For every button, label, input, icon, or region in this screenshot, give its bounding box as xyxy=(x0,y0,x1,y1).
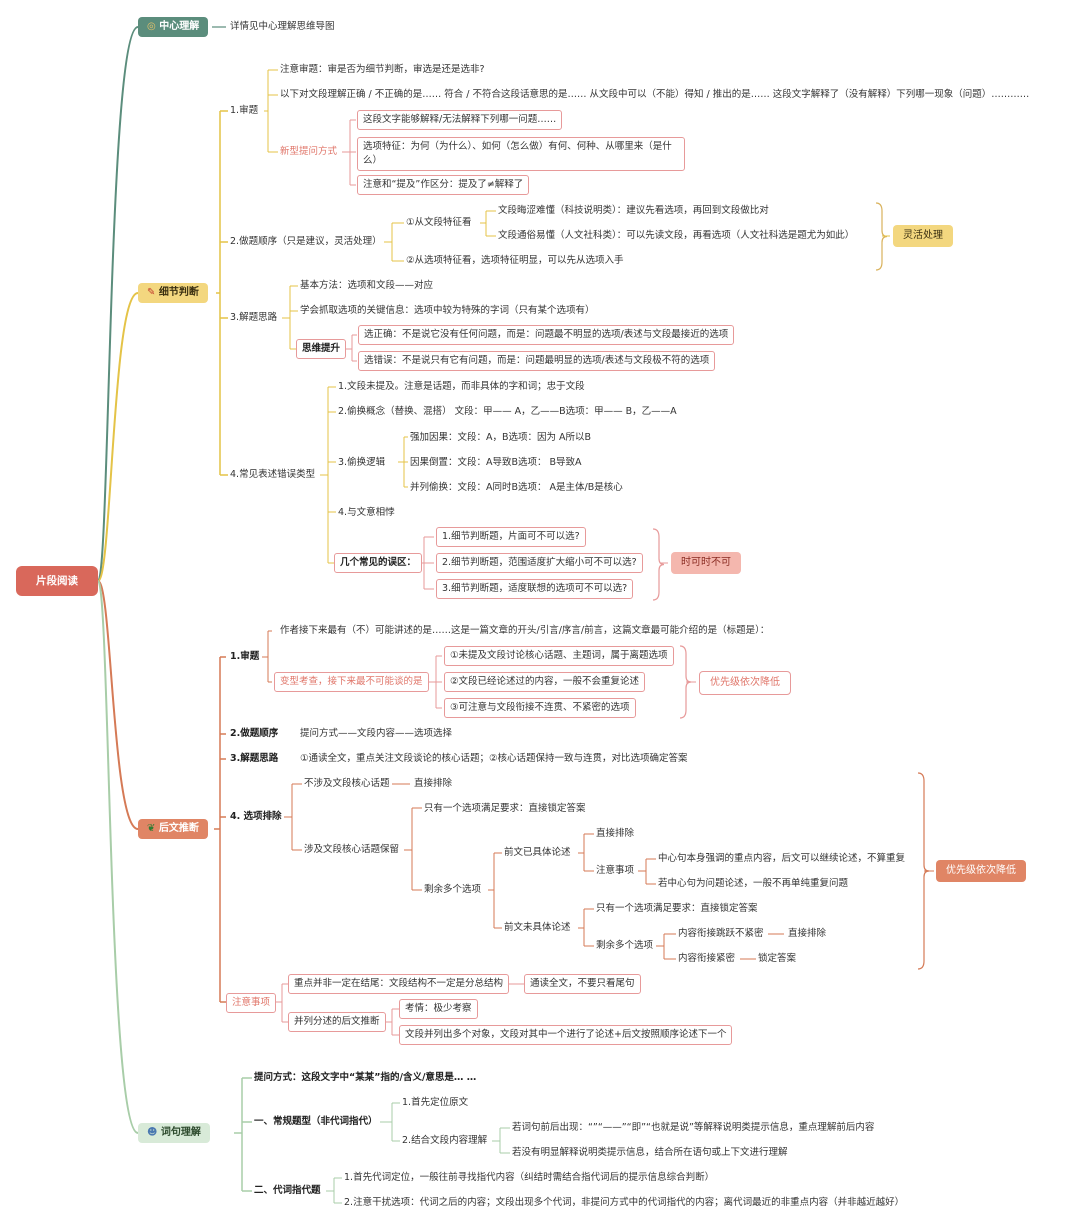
word-r1b2: 若没有明显解释说明类提示信息，结合所在语句或上下文进行理解 xyxy=(512,1147,788,1158)
root-node[interactable]: 片段阅读 xyxy=(16,566,98,596)
detail-s3-title: 3.解题思路 xyxy=(230,312,278,323)
detail-s1-n3: 注意和“提及”作区分：提及了≠解释了 xyxy=(357,175,530,195)
infer-s4-c2b: 剩余多个选项 xyxy=(596,940,654,951)
detail-s2-b: ②从选项特征看，选项特征明显，可以先从选项入手 xyxy=(406,255,624,266)
detail-s3-l2: 学会抓取选项的关键信息：选项中较为特殊的字词（只有某个选项有） xyxy=(300,305,595,316)
word-r1b: 2.结合文段内容理解 xyxy=(402,1135,488,1146)
detail-s1-l2: 以下对文段理解正确 / 不正确的是…… 符合 / 不符合这段话意思的是…… 从文… xyxy=(280,89,1030,100)
branch-central xyxy=(97,26,139,582)
detail-s1-new: 新型提问方式 xyxy=(280,146,338,157)
infer-s4-d2: 内容衔接紧密 xyxy=(678,953,736,964)
detail-s4-m1: 1.细节判断题，片面可不可以选? xyxy=(436,527,586,547)
infer-s4-c1b: 注意事项 xyxy=(596,865,635,876)
infer-s4-d1r: 直接排除 xyxy=(788,928,827,939)
detail-s2-tag: 灵活处理 xyxy=(893,225,953,247)
detail-s1-n2: 选项特征：为何（为什么）、如何（怎么做）有何、何种、从哪里来（是什么） xyxy=(357,137,685,171)
detail-s4-e3b: 因果倒置：文段：A导致B选项： B导致A xyxy=(410,457,582,468)
word-r2a: 1.首先代词定位，一般往前寻找指代内容（纠结时需结合指代词后的提示信息综合判断） xyxy=(344,1172,715,1183)
detail-s4-m: 几个常见的误区： xyxy=(334,553,423,573)
infer-s5-n2b: 文段并列出多个对象，文段对其中一个进行了论述+后文按照顺序论述下一个 xyxy=(399,1025,733,1045)
infer-s4-b: 涉及文段核心话题保留 xyxy=(304,844,400,855)
detail-s4-e1: 1.文段未提及。注意是话题，而非具体的字和词；忠于文段 xyxy=(338,381,585,392)
infer-s4-d2r: 锁定答案 xyxy=(758,953,797,964)
bracket xyxy=(652,528,665,601)
detail-s3-l1: 基本方法：选项和文段——对应 xyxy=(300,280,434,291)
infer-s5-n1: 重点并非一定在结尾：文段结构不一定是分总结构 xyxy=(288,974,510,994)
infer-s1-v3: ③可注意与文段衔接不连贯、不紧密的选项 xyxy=(444,698,636,718)
detail-s4-m2: 2.细节判断题，范围适度扩大缩小可不可以选? xyxy=(436,553,643,573)
people-icon: ☻ xyxy=(147,1127,158,1138)
infer-s4-c2a: 只有一个选项满足要求：直接锁定答案 xyxy=(596,903,758,914)
infer-s4-a1: 直接排除 xyxy=(414,778,453,789)
detail-s3-t2: 选错误：不是说只有它有问题，而是：问题最明显的选项/表述与文段极不符的选项 xyxy=(358,351,716,371)
infer-s4-title: 4. 选项排除 xyxy=(230,811,282,822)
detail-s1-title: 1.审题 xyxy=(230,105,259,116)
word-r2b: 2.注意干扰选项：代词之后的内容；文段出现多个代词，非提问方式中的代词指代的内容… xyxy=(344,1197,905,1208)
branch-word xyxy=(97,580,139,1134)
detail-s4-e3c: 并列偷换：文段：A同时B选项： A是主体/B是核心 xyxy=(410,482,623,493)
infer-s4-d1: 内容衔接跳跃不紧密 xyxy=(678,928,764,939)
infer-s4-c1b2: 若中心句为问题论述，一般不再单纯重复问题 xyxy=(658,878,849,889)
detail-s2-title: 2.做题顺序（只是建议，灵活处理） xyxy=(230,236,382,247)
detail-s3-t1: 选正确：不是说它没有任何问题，而是：问题最不明显的选项/表述与文段最接近的选项 xyxy=(358,325,735,345)
detail-s3-think: 思维提升 xyxy=(296,339,347,359)
detail-s4-e2: 2.偷换概念（替换、混搭） 文段：甲—— A，乙——B选项：甲—— B，乙——A xyxy=(338,406,677,417)
detail-s4-e4: 4.与文意相悖 xyxy=(338,507,395,518)
infer-s3-text: ①通读全文，重点关注文段谈论的核心话题；②核心话题保持一致与连贯，对比选项确定答… xyxy=(300,753,688,764)
detail-s4-title: 4.常见表述错误类型 xyxy=(230,469,316,480)
infer-s2-title: 2.做题顺序 xyxy=(230,728,279,739)
infer-s5-n2a: 考情：极少考察 xyxy=(399,999,478,1019)
infer-s1-tag: 优先级依次降低 xyxy=(699,671,791,695)
word-r1a: 1.首先定位原文 xyxy=(402,1097,469,1108)
target-icon: ◎ xyxy=(147,21,156,32)
infer-s1-var: 变型考查，接下来最不可能谈的是 xyxy=(274,672,429,692)
infer-s4-c1: 前文已具体论述 xyxy=(504,847,571,858)
word-node[interactable]: ☻ 词句理解 xyxy=(138,1123,210,1143)
infer-s4-c1a: 直接排除 xyxy=(596,828,635,839)
leaf-icon: ❦ xyxy=(147,823,156,834)
central-node[interactable]: ◎ 中心理解 xyxy=(138,17,209,37)
infer-s4-c2: 前文未具体论述 xyxy=(504,922,571,933)
detail-s1-l1: 注意审题：审是否为细节判断，审选是还是选非? xyxy=(280,64,485,75)
infer-s1-l1: 作者接下来最有（不）可能讲述的是……这是一篇文章的开头/引言/序言/前言，这篇文… xyxy=(280,625,770,636)
infer-s5-title: 注意事项 xyxy=(226,993,277,1013)
detail-node[interactable]: ✎ 细节判断 xyxy=(138,283,208,303)
infer-s2-text: 提问方式——文段内容——选项选择 xyxy=(300,728,453,739)
word-r1: 一、常规题型（非代词指代） xyxy=(254,1116,378,1127)
detail-s2-a2: 文段通俗易懂（人文社科类）：可以先读文段，再看选项（人文社科选是题尤为如此） xyxy=(498,230,855,241)
infer-s4-b2: 剩余多个选项 xyxy=(424,884,482,895)
detail-s4-e3a: 强加因果：文段：A，B选项：因为 A所以B xyxy=(410,432,592,443)
detail-s4-e3: 3.偷换逻辑 xyxy=(338,457,386,468)
word-r1b1: 若词句前后出现：“”“——”“即”“也就是说”等解释说明类提示信息，重点理解前后… xyxy=(512,1122,875,1133)
detail-s2-a: ①从文段特征看 xyxy=(406,217,472,228)
branch-infer xyxy=(97,580,139,830)
infer-s5-n2: 并列分述的后文推断 xyxy=(288,1012,386,1032)
detail-s1-n1: 这段文字能够解释/无法解释下列哪一问题…… xyxy=(357,110,563,130)
word-q: 提问方式：这段文字中“某某”指的/含义/意思是… … xyxy=(254,1072,477,1083)
infer-node[interactable]: ❦ 后文推断 xyxy=(138,819,208,839)
infer-s1-v1: ①未提及文段讨论核心话题、主题词，属于离题选项 xyxy=(444,646,674,666)
central-note: 详情见中心理解思维导图 xyxy=(230,21,335,32)
branch-detail xyxy=(97,292,139,582)
infer-s3-title: 3.解题思路 xyxy=(230,753,279,764)
infer-s4-tag: 优先级依次降低 xyxy=(936,860,1026,882)
pencil-icon: ✎ xyxy=(147,287,156,298)
infer-s4-c1b1: 中心句本身强调的重点内容，后文可以继续论述，不算重复 xyxy=(658,853,906,864)
detail-s2-a1: 文段晦涩难懂（科技说明类）：建议先看选项，再回到文段做比对 xyxy=(498,205,769,216)
detail-s4-m3: 3.细节判断题，适度联想的选项可不可以选? xyxy=(436,579,634,599)
infer-s4-a: 不涉及文段核心话题 xyxy=(304,778,390,789)
infer-s4-b1: 只有一个选项满足要求：直接锁定答案 xyxy=(424,803,586,814)
infer-s1-title: 1.审题 xyxy=(230,651,260,662)
detail-s4-tag: 时可时不可 xyxy=(671,552,741,574)
infer-s5-n1r: 通读全文，不要只看尾句 xyxy=(524,974,641,994)
word-r2: 二、代词指代题 xyxy=(254,1185,321,1196)
infer-s1-v2: ②文段已经论述过的内容，一般不会重复论述 xyxy=(444,672,646,692)
